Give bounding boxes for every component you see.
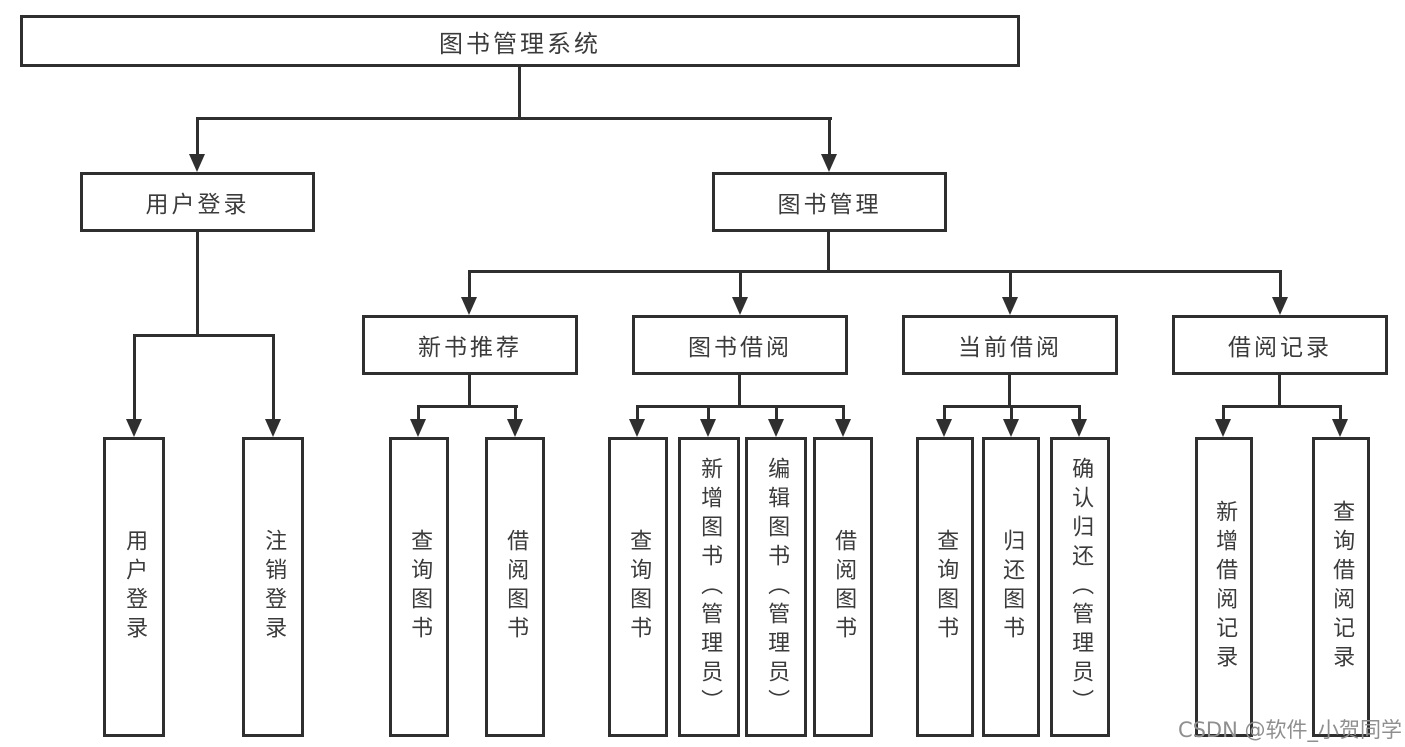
node-label: 查询借阅记录 — [1329, 500, 1355, 674]
arrow-down-icon — [410, 419, 426, 437]
connector-line — [518, 67, 521, 119]
node-current-borrow: 当前借阅 — [902, 315, 1118, 375]
connector-line — [1279, 270, 1282, 299]
node-label: 查询图书 — [407, 529, 433, 645]
connector-line — [468, 375, 471, 408]
node-label: 图书管理 — [777, 192, 882, 218]
connector-line — [1008, 375, 1011, 408]
node-label: 用户登录 — [122, 529, 148, 645]
arrow-down-icon — [1071, 419, 1087, 437]
node-label: 注销登录 — [261, 529, 287, 645]
leaf-return-books: 归还图书 — [982, 437, 1040, 737]
arrow-down-icon — [189, 154, 205, 172]
connector-line — [775, 405, 778, 421]
connector-line — [196, 232, 199, 337]
connector-line — [1078, 405, 1081, 421]
connector-line — [707, 405, 710, 421]
arrow-down-icon — [629, 419, 645, 437]
node-label: 借阅图书 — [831, 529, 857, 645]
arrow-down-icon — [461, 297, 477, 315]
connector-line — [1223, 405, 1342, 408]
connector-line — [272, 334, 275, 421]
connector-line — [418, 405, 518, 408]
connector-line — [1222, 405, 1225, 421]
node-book-borrow: 图书借阅 — [632, 315, 848, 375]
connector-line — [636, 405, 845, 408]
node-root-label: 图书管理系统 — [439, 29, 601, 58]
node-label: 新书推荐 — [418, 335, 522, 361]
node-root: 图书管理系统 — [20, 15, 1020, 67]
connector-line — [1278, 375, 1281, 408]
leaf-query-books-2: 查询图书 — [608, 437, 668, 737]
arrow-down-icon — [835, 419, 851, 437]
leaf-query-books-3: 查询图书 — [916, 437, 974, 737]
connector-line — [196, 117, 832, 120]
leaf-confirm-return-admin: 确认归还（管理员） — [1050, 437, 1110, 737]
node-borrow-records: 借阅记录 — [1172, 315, 1388, 375]
connector-line — [1010, 405, 1013, 421]
leaf-query-books-1: 查询图书 — [389, 437, 449, 737]
connector-line — [636, 405, 639, 421]
connector-line — [943, 405, 946, 421]
node-label: 用户登录 — [145, 192, 250, 218]
arrow-down-icon — [507, 419, 523, 437]
arrow-down-icon — [126, 419, 142, 437]
arrow-down-icon — [768, 419, 784, 437]
csdn-watermark: CSDN @软件_小贺同学 — [1177, 718, 1402, 742]
node-label: 归还图书 — [999, 529, 1025, 645]
leaf-query-borrow-record: 查询借阅记录 — [1312, 437, 1370, 737]
node-label: 借阅记录 — [1228, 335, 1332, 361]
node-new-book-recommend: 新书推荐 — [362, 315, 578, 375]
connector-line — [417, 405, 420, 421]
arrow-down-icon — [1002, 297, 1018, 315]
leaf-logout: 注销登录 — [242, 437, 304, 737]
connector-line — [469, 270, 1282, 273]
arrow-down-icon — [732, 297, 748, 315]
node-label: 新增图书（管理员） — [697, 456, 723, 718]
connector-line — [828, 117, 831, 156]
connector-line — [738, 375, 741, 408]
arrow-down-icon — [1215, 419, 1231, 437]
arrow-down-icon — [1272, 297, 1288, 315]
node-label: 新增借阅记录 — [1212, 500, 1238, 674]
connector-line — [514, 405, 517, 421]
connector-line — [196, 117, 199, 156]
leaf-user-login: 用户登录 — [103, 437, 165, 737]
node-label: 借阅图书 — [503, 529, 529, 645]
arrow-down-icon — [936, 419, 952, 437]
connector-line — [133, 334, 136, 421]
connector-line — [468, 270, 471, 299]
node-label: 查询图书 — [933, 529, 959, 645]
leaf-add-books-admin: 新增图书（管理员） — [678, 437, 740, 737]
leaf-add-borrow-record: 新增借阅记录 — [1195, 437, 1253, 737]
connector-line — [827, 232, 830, 273]
connector-line — [842, 405, 845, 421]
leaf-borrow-books-1: 借阅图书 — [485, 437, 545, 737]
arrow-down-icon — [700, 419, 716, 437]
arrow-down-icon — [265, 419, 281, 437]
node-label: 确认归还（管理员） — [1068, 456, 1094, 718]
connector-line — [739, 270, 742, 299]
node-label: 编辑图书（管理员） — [764, 456, 790, 718]
leaf-edit-books-admin: 编辑图书（管理员） — [745, 437, 807, 737]
node-label: 查询图书 — [626, 529, 652, 645]
node-label: 当前借阅 — [958, 335, 1062, 361]
connector-line — [133, 334, 275, 337]
node-label: 图书借阅 — [688, 335, 792, 361]
arrow-down-icon — [1332, 419, 1348, 437]
node-user-login: 用户登录 — [80, 172, 315, 232]
arrow-down-icon — [1003, 419, 1019, 437]
node-book-management: 图书管理 — [712, 172, 947, 232]
connector-line — [1009, 270, 1012, 299]
leaf-borrow-books-2: 借阅图书 — [813, 437, 873, 737]
connector-line — [1339, 405, 1342, 421]
arrow-down-icon — [821, 154, 837, 172]
